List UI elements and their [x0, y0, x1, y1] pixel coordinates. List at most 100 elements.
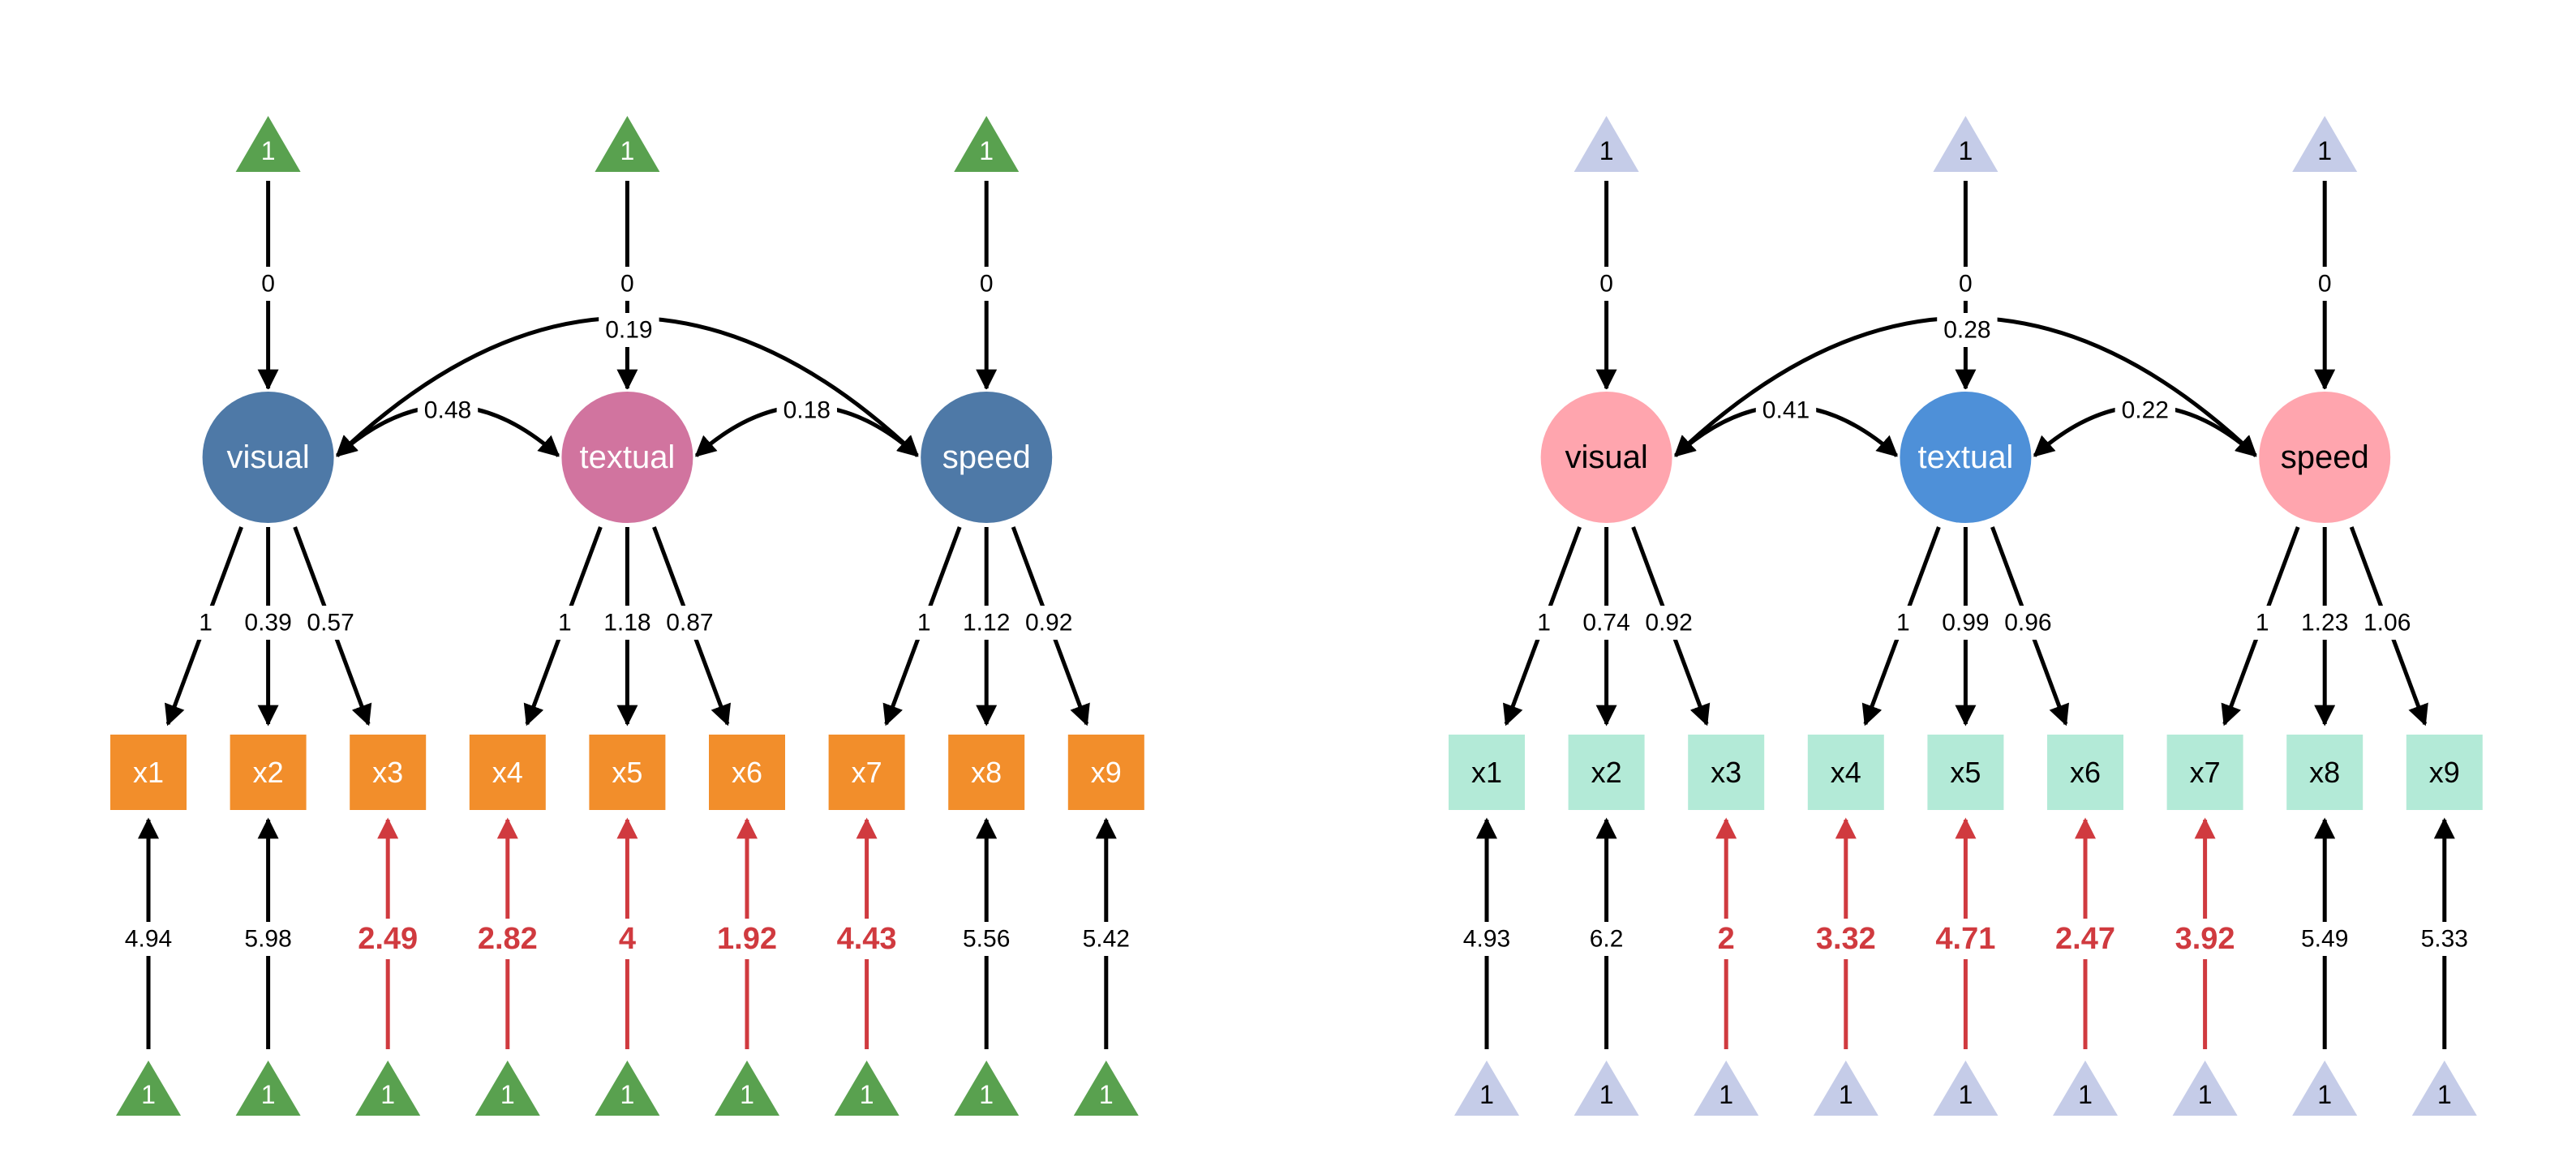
triangle-icon: [116, 1061, 181, 1116]
left-panel-indicator-intercept-x4-label: 1: [500, 1080, 515, 1109]
left-panel-latent-textual[interactable]: textual: [559, 389, 696, 525]
right-panel-covariance-label-visual-textual: 0.41: [1755, 393, 1817, 427]
right-panel-indicator-intercept-x1: 1: [1454, 1061, 1519, 1116]
indicator-box: [1067, 735, 1144, 810]
left-panel-intercept-label-x4: 2.82: [470, 919, 544, 959]
left-panel-mean-label-visual-background: [255, 267, 281, 301]
left-panel-latent-speed[interactable]: speed: [918, 389, 1055, 525]
left-panel-indicator-x3[interactable]: x3: [350, 735, 427, 810]
left-panel-latent-visual[interactable]: visual: [200, 389, 337, 525]
left-panel-indicator-x9[interactable]: x9: [1067, 735, 1144, 810]
right-panel-covariance-label-visual-speed-background: [1937, 313, 1998, 347]
triangle-icon: [474, 1061, 540, 1116]
left-panel-loading-label-x8: 1.12: [956, 606, 1017, 640]
left-panel-mean-label-visual-text: 0: [261, 271, 275, 298]
indicator-box: [948, 735, 1025, 810]
triangle-icon: [595, 116, 660, 172]
right-panel-latent-visual[interactable]: visual: [1538, 389, 1675, 525]
right-panel-indicator-x2[interactable]: x2: [1568, 735, 1645, 810]
left-panel-indicator-x8[interactable]: x8: [948, 735, 1025, 810]
left-panel-intercept-label-x2: 5.98: [238, 922, 298, 956]
right-panel-loading-label-x9-background: [2357, 606, 2418, 640]
right-panel-covariance-label-visual-textual-text: 0.41: [1762, 397, 1810, 424]
triangle-icon: [355, 1061, 421, 1116]
right-panel-mean-label-speed-background: [2311, 267, 2338, 301]
left-panel-covariance-label-textual-speed-background: [776, 393, 837, 427]
right-panel-latent-visual-label: visual: [1565, 439, 1647, 475]
right-panel-covariance-label-visual-speed: 0.28: [1937, 313, 1998, 347]
right-panel-indicator-intercept-x5: 1: [1933, 1061, 1999, 1116]
left-panel-indicator-x6[interactable]: x6: [709, 735, 785, 810]
right-panel-indicator-intercept-x7: 1: [2172, 1061, 2238, 1116]
left-panel-loading-label-x9-background: [1019, 606, 1080, 640]
right-panel-indicator-intercept-x2-label: 1: [1599, 1080, 1614, 1109]
left-panel-indicator-intercept-x7-label: 1: [860, 1080, 874, 1109]
left-panel-indicator-intercept-x9: 1: [1073, 1061, 1139, 1116]
right-panel-indicator-intercept-x6-label: 1: [2078, 1080, 2093, 1109]
left-panel-indicator-x2[interactable]: x2: [230, 735, 307, 810]
left-panel-indicator-x4[interactable]: x4: [469, 735, 546, 810]
right-panel-intercept-label-x8-text: 5.49: [2301, 926, 2348, 953]
left-panel-intercept-label-x3-text: 2.49: [358, 922, 418, 956]
left-panel-intercept-label-x1: 4.94: [118, 922, 179, 956]
left-panel-loading-label-x8-text: 1.12: [963, 610, 1010, 636]
right-panel-indicator-x3[interactable]: x3: [1688, 735, 1765, 810]
left-panel-indicator-intercept-x4: 1: [474, 1061, 540, 1116]
right-panel-loading-label-x3-text: 0.92: [1645, 610, 1692, 636]
left-panel-latent-visual-label: visual: [226, 439, 309, 475]
left-panel-mean-label-textual-background: [614, 267, 641, 301]
right-panel-loading-label-x3-background: [1638, 606, 1699, 640]
left-panel-intercept-label-x3-background: [351, 919, 425, 959]
left-panel-intercept-label-x2-text: 5.98: [244, 926, 291, 953]
left-panel-indicator-intercept-x2: 1: [235, 1061, 301, 1116]
left-panel-intercept-label-x8-background: [956, 922, 1017, 956]
right-panel-indicator-x6[interactable]: x6: [2047, 735, 2123, 810]
left-panel-loading-label-x1-text: 1: [199, 610, 213, 636]
latent-circle: [1900, 392, 2032, 523]
latent-circle: [2259, 392, 2391, 523]
left-panel-latent-intercept-speed-label: 1: [979, 136, 994, 165]
right-panel-loading-label-x9: 1.06: [2357, 606, 2418, 640]
left-panel-indicator-x5[interactable]: x5: [589, 735, 666, 810]
left-panel-covariance-label-visual-speed-text: 0.19: [605, 317, 652, 344]
left-panel-loading-label-x4-text: 1: [558, 610, 572, 636]
right-panel-mean-label-speed: 0: [2311, 267, 2338, 301]
right-panel-indicator-x5[interactable]: x5: [1927, 735, 2004, 810]
right-panel-loading-label-x1: 1: [1531, 606, 1557, 640]
right-panel-indicator-x9[interactable]: x9: [2406, 735, 2483, 810]
left-panel-latent-intercept-speed: 1: [954, 116, 1020, 172]
right-panel-indicator-x1[interactable]: x1: [1449, 735, 1525, 810]
left-panel-indicator-x1[interactable]: x1: [110, 735, 187, 810]
left-panel-mean-label-textual: 0: [614, 267, 641, 301]
left-panel-indicator-x4-label: x4: [492, 756, 523, 789]
right-panel-indicator-intercept-x4-label: 1: [1839, 1080, 1853, 1109]
left-panel-indicator-intercept-x1-label: 1: [141, 1080, 156, 1109]
right-panel-intercept-label-x8-background: [2295, 922, 2355, 956]
right-panel-latent-speed[interactable]: speed: [2256, 389, 2394, 525]
indicator-box: [2166, 735, 2243, 810]
left-panel-loading-label-x9-text: 0.92: [1025, 610, 1072, 636]
left-panel-loading-label-x7: 1: [910, 606, 938, 640]
left-panel-intercept-label-x5-background: [612, 919, 642, 959]
triangle-icon: [2292, 116, 2358, 172]
right-panel-mean-label-textual: 0: [1952, 267, 1979, 301]
right-panel-loading-label-x8: 1.23: [2295, 606, 2355, 640]
left-panel-intercept-label-x9-background: [1075, 922, 1136, 956]
right-panel-indicator-x4[interactable]: x4: [1807, 735, 1884, 810]
right-panel-intercept-label-x6-text: 2.47: [2055, 922, 2115, 956]
left-panel-loading-label-x3-background: [300, 606, 361, 640]
right-panel-covariance-label-textual-speed: 0.22: [2114, 393, 2175, 427]
right-panel-indicator-x7[interactable]: x7: [2166, 735, 2243, 810]
left-panel-indicator-x7[interactable]: x7: [828, 735, 905, 810]
left-panel-loading-label-x6: 0.87: [659, 606, 720, 640]
right-panel-intercept-label-x1: 4.93: [1456, 922, 1518, 956]
right-panel-latent-textual[interactable]: textual: [1897, 389, 2034, 525]
right-panel-latent-speed-label: speed: [2281, 439, 2369, 475]
right-panel-indicator-x8[interactable]: x8: [2286, 735, 2363, 810]
left-panel-intercept-label-x1-background: [118, 922, 179, 956]
right-panel-indicator-x8-label: x8: [2309, 756, 2340, 789]
left-panel-intercept-label-x4-background: [470, 919, 544, 959]
indicator-box: [2286, 735, 2363, 810]
right-panel-intercept-label-x8: 5.49: [2295, 922, 2355, 956]
